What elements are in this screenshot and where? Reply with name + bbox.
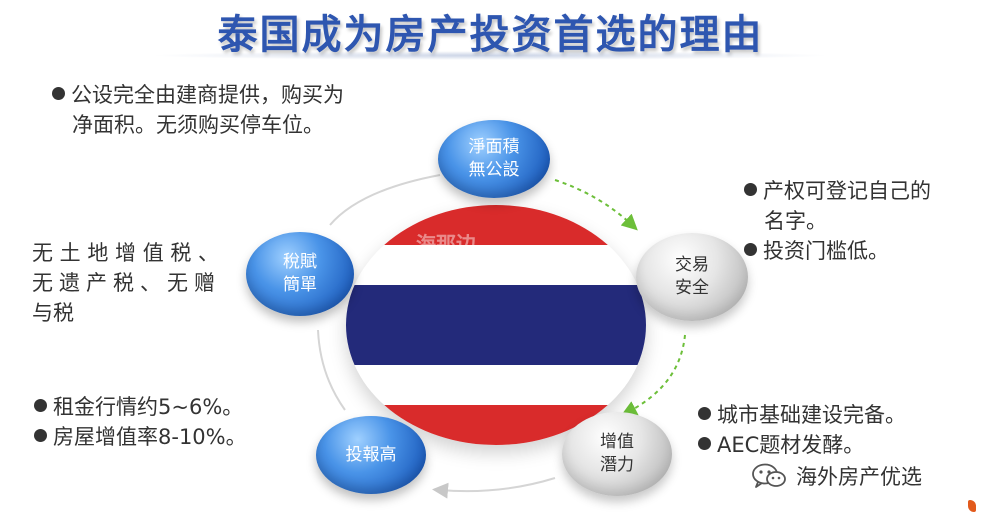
ring-arc-top-left	[329, 174, 441, 226]
right-line3: 投资门槛低。	[763, 239, 889, 263]
wechat-label: 海外房产优选	[796, 465, 922, 489]
bullet-item: 房屋增值率8-10%。	[34, 422, 247, 452]
node-net-area-line2: 無公設	[468, 160, 520, 180]
title-shadow	[150, 51, 831, 60]
node-simple-tax: 稅賦 簡單	[246, 232, 354, 316]
wechat-account: 海外房产优选	[752, 461, 922, 491]
wechat-icon	[752, 463, 786, 488]
bullet-item: 产权可登记自己的	[744, 176, 931, 206]
node-safe-trade-line1: 交易	[675, 255, 709, 275]
bullet-dot	[698, 437, 711, 450]
bullet-dot	[34, 399, 47, 412]
flag-stripe-blue	[346, 285, 646, 365]
bottom-right-line1: 城市基础建设完备。	[717, 403, 906, 427]
watermark-line1: 海那边	[416, 232, 476, 256]
bullet-item: 租金行情约5~6%。	[34, 392, 247, 422]
watermark: 海那边 Hinabian	[416, 232, 476, 276]
watermark-line2: Hinabian	[416, 261, 461, 272]
ring-arc-bottom	[432, 477, 556, 499]
corner-logo-mark	[968, 500, 976, 512]
bullet-item: 城市基础建设完备。	[698, 400, 906, 430]
bullet-item: 投资门槛低。	[744, 236, 931, 266]
node-simple-tax-line1: 稅賦	[283, 252, 317, 272]
ring-arc-left-bottom	[317, 329, 346, 411]
right-line1: 产权可登记自己的	[763, 179, 931, 203]
node-simple-tax-line2: 簡單	[283, 275, 317, 295]
text-block-bottom-right: 城市基础建设完备。 AEC题材发酵。	[698, 400, 906, 460]
bullet-dot	[52, 87, 65, 100]
text-block-bottom-left: 租金行情约5~6%。 房屋增值率8-10%。	[34, 392, 247, 452]
node-appreciation: 增值 潛力	[562, 412, 672, 496]
bottom-left-line2: 房屋增值率8-10%。	[53, 425, 247, 449]
top-left-line2: 净面积。无须购买停车位。	[72, 113, 324, 137]
node-net-area-line1: 淨面積	[468, 137, 520, 157]
text-block-top-left: 公设完全由建商提供，购买为 净面积。无须购买停车位。	[52, 80, 344, 140]
text-block-left: 无 土 地 增 值 税 、 无遗产税、无赠 与税	[32, 238, 221, 328]
node-safe-trade-line2: 安全	[675, 278, 709, 298]
bullet-dot	[34, 429, 47, 442]
flag-stripe-white-top	[346, 245, 646, 285]
thailand-flag: 海那边 Hinabian	[346, 205, 646, 445]
flag-stripe-white-bottom	[346, 365, 646, 405]
bullet-dot	[698, 407, 711, 420]
flag-stripe-red-top	[346, 205, 646, 245]
node-safe-trade: 交易 安全	[636, 233, 748, 321]
left-line2: 无遗产税、无赠	[32, 271, 221, 295]
bullet-item: AEC题材发酵。	[698, 430, 906, 460]
left-line1: 无 土 地 增 值 税 、	[32, 241, 220, 265]
top-left-line1: 公设完全由建商提供，购买为	[71, 83, 344, 107]
left-line3: 与税	[32, 301, 74, 325]
bullet-dot	[744, 183, 757, 196]
page-title: 泰国成为房产投资首选的理由	[217, 12, 764, 58]
bottom-right-line2: AEC题材发酵。	[717, 433, 865, 457]
node-appreciation-line2: 潛力	[600, 455, 634, 475]
text-block-right: 产权可登记自己的 名字。 投资门槛低。	[744, 176, 931, 266]
bullet-item: 公设完全由建商提供，购买为	[52, 80, 344, 110]
node-net-area: 淨面積 無公設	[438, 120, 550, 198]
right-line2: 名字。	[764, 209, 827, 233]
node-appreciation-line1: 增值	[600, 432, 634, 452]
bottom-left-line1: 租金行情约5~6%。	[53, 395, 244, 419]
node-high-return-line1: 投報高	[345, 444, 397, 465]
node-high-return: 投報高	[316, 416, 426, 494]
bullet-dot	[744, 243, 757, 256]
